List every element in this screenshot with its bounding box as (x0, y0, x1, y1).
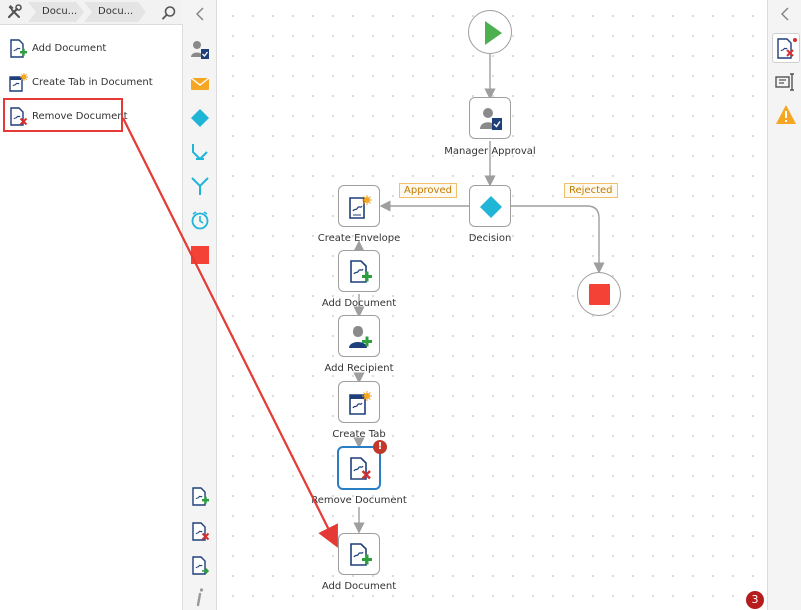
move-document-icon[interactable] (190, 556, 210, 576)
assign-task-icon[interactable] (190, 40, 210, 60)
branch-label-rejected: Rejected (564, 183, 618, 198)
stop-square-icon[interactable] (190, 245, 210, 265)
activity-palette: Docu... Docu... Add Document Create Tab … (0, 0, 183, 610)
highlight-box (3, 98, 123, 132)
decision-diamond-icon[interactable] (190, 108, 210, 128)
node-label: Add Recipient (324, 363, 394, 374)
text-field-icon[interactable] (775, 71, 797, 93)
stop-square-icon (589, 284, 610, 305)
add-document-icon (10, 39, 27, 58)
node-label: Manager Approval (444, 146, 536, 157)
end-node[interactable] (577, 272, 621, 316)
search-icon[interactable] (161, 5, 177, 21)
workflow-canvas[interactable]: Manager Approval Decision Approved Rejec… (217, 0, 767, 610)
timer-icon[interactable] (190, 210, 210, 230)
workflow-node-manager-approval[interactable] (469, 97, 511, 139)
chevron-left-icon[interactable] (194, 6, 206, 22)
properties-panel (767, 0, 801, 610)
create-tab-icon (9, 73, 28, 92)
node-warning-badge[interactable]: ! (373, 440, 387, 454)
node-label: Remove Document (311, 495, 407, 506)
palette-item-label: Create Tab in Document (32, 77, 153, 88)
workflow-node-create-tab[interactable] (338, 381, 380, 423)
breadcrumb-segment[interactable]: Docu... (84, 2, 146, 22)
play-icon (485, 21, 502, 45)
remove-document-icon (350, 457, 371, 480)
workflow-node-add-recipient[interactable] (338, 315, 380, 357)
start-node[interactable] (468, 10, 512, 54)
workflow-node-add-document-2[interactable] (338, 533, 380, 575)
node-label: Add Document (321, 298, 397, 309)
workflow-node-create-envelope[interactable] (338, 185, 380, 227)
chevron-left-icon[interactable] (779, 6, 791, 22)
remove-document-icon[interactable] (190, 522, 210, 542)
palette-item-label: Add Document (32, 43, 107, 54)
breadcrumb: Docu... Docu... (0, 0, 183, 25)
add-document-icon (350, 543, 372, 566)
workflow-node-decision[interactable] (469, 185, 511, 227)
add-document-icon (350, 260, 372, 283)
create-tab-icon (349, 391, 372, 415)
split-arrow-icon[interactable] (190, 176, 210, 196)
branch-label-approved: Approved (399, 183, 457, 198)
palette-item-create-tab[interactable]: Create Tab in Document (4, 69, 178, 97)
node-label: Decision (468, 233, 512, 244)
palette-item-remove-document[interactable]: Remove Document (4, 103, 178, 131)
create-envelope-icon (349, 195, 372, 219)
breadcrumb-segment[interactable]: Docu... (28, 2, 84, 22)
node-label: Create Envelope (317, 233, 401, 244)
node-label: Add Document (321, 581, 397, 592)
node-label: Create Tab (332, 429, 386, 440)
info-icon[interactable] (190, 587, 210, 607)
manager-approval-icon (480, 108, 502, 130)
palette-item-add-document[interactable]: Add Document (4, 35, 178, 63)
add-document-icon[interactable] (190, 487, 210, 507)
workflow-node-remove-document[interactable] (337, 446, 381, 490)
tools-icon[interactable] (6, 4, 24, 20)
decision-diamond-icon (480, 196, 502, 218)
merge-arrow-icon[interactable] (190, 142, 210, 162)
error-count-badge[interactable]: 3 (746, 591, 764, 609)
workflow-node-add-document[interactable] (338, 250, 380, 292)
activity-toolbar (183, 0, 217, 610)
remove-document-icon (10, 107, 28, 126)
palette-item-label: Remove Document (32, 111, 128, 122)
document-properties-button[interactable] (772, 33, 800, 63)
workflow-connectors (353, 54, 605, 534)
document-properties-icon (777, 38, 797, 59)
add-recipient-icon (349, 326, 372, 348)
email-icon[interactable] (190, 74, 210, 94)
warning-icon[interactable] (775, 104, 797, 126)
